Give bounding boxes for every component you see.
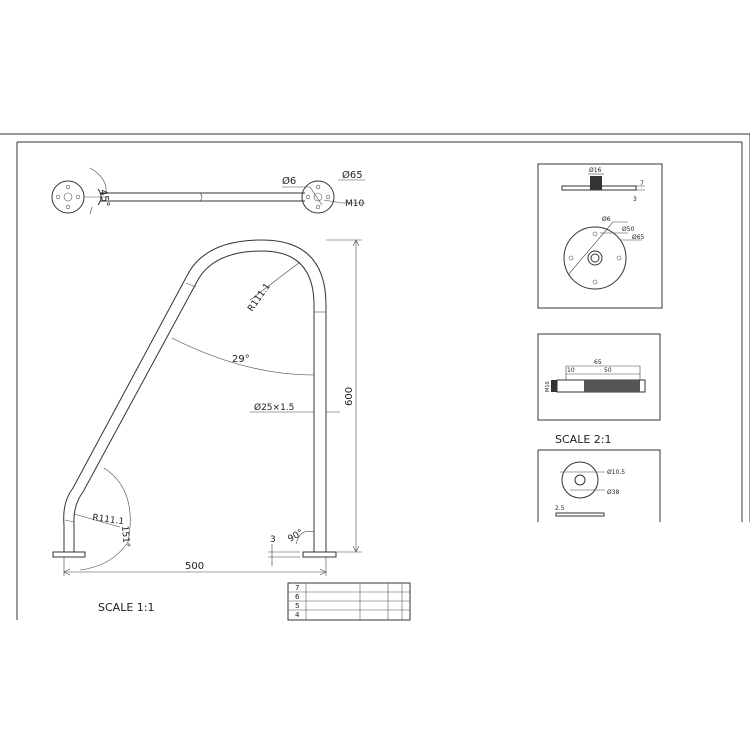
top-view: 45° Ø6 Ø65 M10 <box>51 167 365 215</box>
tube-dia-label: Ø25×1.5 <box>254 402 294 413</box>
svg-text:2.5: 2.5 <box>555 505 565 512</box>
svg-text:7: 7 <box>640 180 644 187</box>
table-row-4: 4 <box>295 611 300 619</box>
left-base-plate <box>52 551 86 558</box>
detail-bolt: 65 50 10 M10 <box>537 333 661 421</box>
scale-main-label: SCALE 1:1 <box>98 601 154 614</box>
angle-29-label: 29° <box>232 354 250 365</box>
left-flange-circle <box>51 180 85 214</box>
detail-washer: Ø10.5 Ø38 2.5 <box>537 449 661 522</box>
svg-text:3: 3 <box>633 196 637 203</box>
svg-text:65: 65 <box>594 359 602 366</box>
table-row-6: 6 <box>295 593 300 601</box>
table-row-5: 5 <box>295 602 299 610</box>
angle-151-label: 151° <box>119 525 131 547</box>
flange-nut-section <box>590 176 602 190</box>
scale-detail-label: SCALE 2:1 <box>555 433 611 446</box>
top-bolt-label: M10 <box>345 199 364 209</box>
base-thickness-label: 3 <box>270 535 276 545</box>
handrail-outer <box>63 239 327 552</box>
detail-flange: Ø16 7 3 Ø6 Ø50 Ø65 <box>537 163 663 309</box>
title-block: 7 6 5 4 <box>287 582 411 621</box>
svg-text:Ø10.5: Ø10.5 <box>607 469 625 476</box>
top-flange-label: Ø65 <box>342 169 363 181</box>
svg-text:M10: M10 <box>545 381 551 392</box>
radius-bottom-label: R111.1 <box>92 513 125 527</box>
sheet-frame <box>0 133 750 620</box>
svg-text:Ø16: Ø16 <box>589 167 602 174</box>
height-label: 600 <box>344 387 355 406</box>
table-row-7: 7 <box>295 584 299 592</box>
svg-text:Ø65: Ø65 <box>632 234 645 241</box>
angle-90-label: 90° <box>287 528 306 545</box>
svg-text:Ø50: Ø50 <box>622 226 635 233</box>
width-label: 500 <box>185 561 204 572</box>
svg-text:50: 50 <box>604 367 612 374</box>
right-flange-circle <box>301 180 335 214</box>
top-angle-label: 45° <box>97 189 111 208</box>
radius-top-label: R111.1 <box>246 282 273 314</box>
detail-bolt-frame <box>537 333 661 421</box>
detail-flange-frame <box>537 163 663 309</box>
svg-text:10: 10 <box>567 367 575 374</box>
top-tube <box>100 192 305 202</box>
handrail-inner <box>73 250 315 552</box>
front-view: R111.1 29° Ø25×1.5 600 R111.1 151° 500 3… <box>52 239 362 576</box>
right-base-plate <box>302 551 337 558</box>
svg-text:Ø38: Ø38 <box>607 489 620 496</box>
svg-text:Ø6: Ø6 <box>602 216 611 223</box>
top-hole-label: Ø6 <box>282 175 296 187</box>
